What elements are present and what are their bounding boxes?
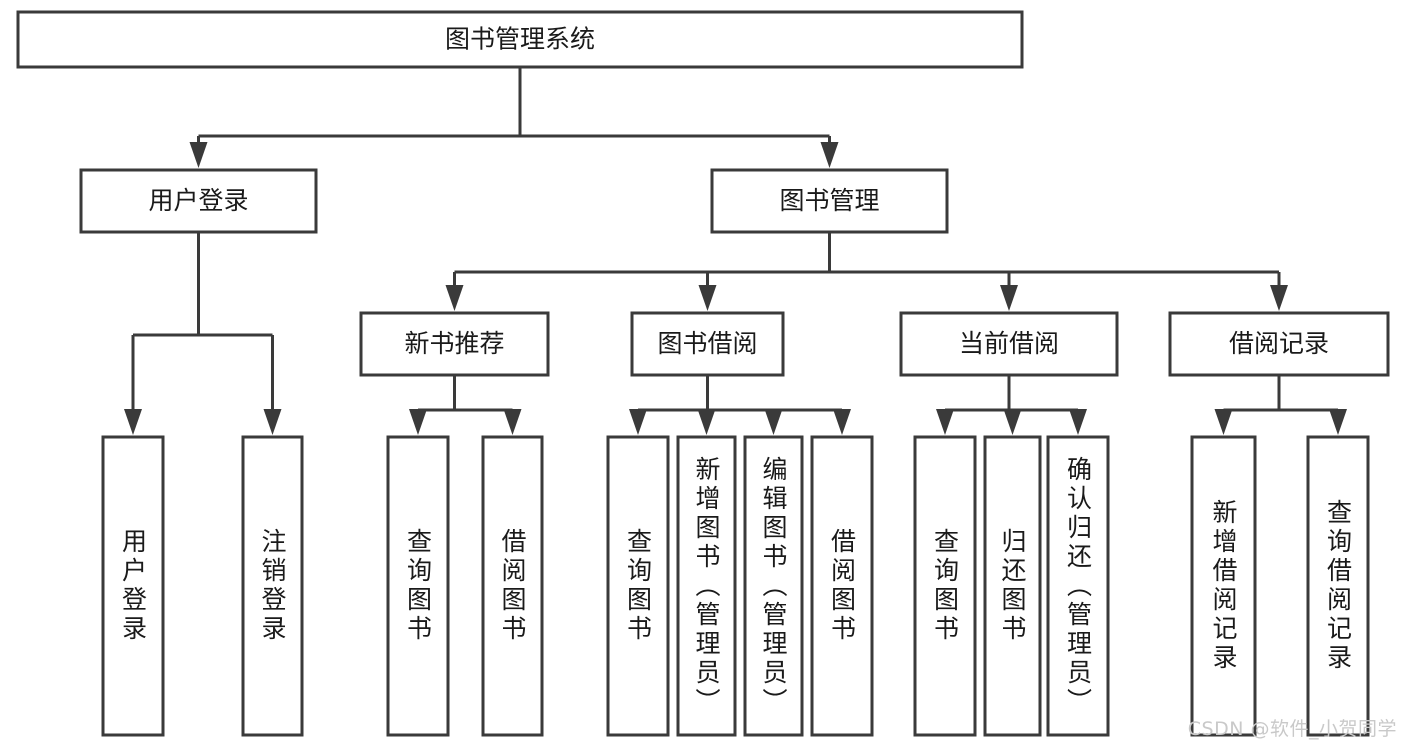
- arrow-leaf-add-record: [1214, 409, 1233, 435]
- arrow-borrow-record: [1270, 285, 1288, 311]
- leaf-leaf-query-record[interactable]: [1306, 435, 1370, 737]
- node-borrow-record[interactable]: [1168, 311, 1390, 377]
- node-new-book-rec[interactable]: [359, 311, 550, 377]
- boxes-layer: [16, 10, 1390, 737]
- node-label-book-borrow: 图书借阅: [657, 329, 757, 358]
- arrow-leaf-query-book-2: [629, 409, 647, 435]
- node-current-borrow[interactable]: [899, 311, 1119, 377]
- leaf-leaf-query-book-3[interactable]: [913, 435, 977, 737]
- node-root[interactable]: [16, 10, 1024, 69]
- node-label-book-manage: 图书管理: [779, 186, 879, 215]
- leaf-leaf-query-book-1[interactable]: [386, 435, 450, 737]
- connectors-layer: [124, 67, 1347, 435]
- arrow-book-manage: [820, 142, 839, 168]
- leaf-leaf-edit-book[interactable]: [743, 435, 804, 737]
- arrow-leaf-user-login: [124, 409, 142, 435]
- leaf-leaf-add-record[interactable]: [1190, 435, 1257, 737]
- node-label-current-borrow: 当前借阅: [959, 329, 1059, 358]
- leaf-leaf-user-logout[interactable]: [241, 435, 304, 737]
- arrow-user-login: [189, 142, 208, 168]
- arrow-book-borrow: [698, 285, 717, 311]
- arrow-leaf-borrow-book-2: [833, 409, 851, 435]
- arrow-leaf-confirm-return: [1069, 409, 1087, 435]
- leaf-leaf-user-login[interactable]: [101, 435, 165, 737]
- arrow-leaf-query-record: [1329, 409, 1347, 435]
- node-label-new-book-rec: 新书推荐: [404, 329, 504, 358]
- arrow-leaf-return-book: [1003, 409, 1022, 435]
- arrow-leaf-query-book-3: [936, 409, 954, 435]
- arrow-leaf-user-logout: [263, 409, 282, 435]
- node-label-root: 图书管理系统: [445, 25, 595, 54]
- leaf-leaf-query-book-2[interactable]: [606, 435, 670, 737]
- node-user-login[interactable]: [79, 168, 318, 234]
- node-book-manage[interactable]: [710, 168, 949, 234]
- arrow-leaf-borrow-book-1: [503, 409, 522, 435]
- leaf-leaf-borrow-book-1[interactable]: [481, 435, 544, 737]
- arrow-new-book-rec: [445, 285, 464, 311]
- leaf-leaf-confirm-return[interactable]: [1046, 435, 1110, 737]
- node-label-borrow-record: 借阅记录: [1229, 329, 1329, 358]
- arrow-current-borrow: [1000, 285, 1018, 311]
- node-book-borrow[interactable]: [630, 311, 785, 377]
- arrow-leaf-query-book-1: [409, 409, 427, 435]
- leaf-leaf-add-book[interactable]: [676, 435, 737, 737]
- watermark-text: CSDN @软件_小贺同学: [1187, 718, 1397, 740]
- arrow-leaf-edit-book: [764, 409, 783, 435]
- node-label-user-login: 用户登录: [148, 186, 248, 215]
- leaf-leaf-return-book[interactable]: [983, 435, 1042, 737]
- leaf-leaf-borrow-book-2[interactable]: [810, 435, 874, 737]
- arrow-leaf-add-book: [697, 409, 716, 435]
